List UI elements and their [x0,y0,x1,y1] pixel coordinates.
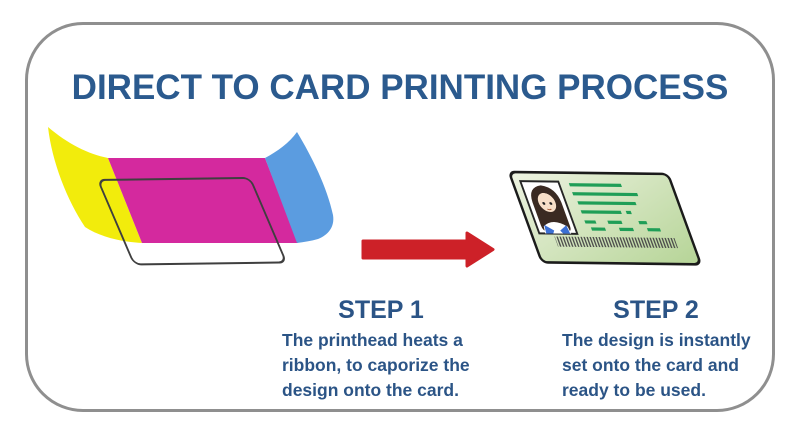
card-barcode-icon [554,236,679,249]
arrow-shape [361,231,495,268]
step-2-block: STEP 2 The design is instantly set onto … [556,296,756,403]
diagram-title: DIRECT TO CARD PRINTING PROCESS [71,68,729,107]
step-2-line: set onto the card and [562,354,739,375]
step-1-heading: STEP 1 [338,296,424,324]
step-2-line: The design is instantly [562,329,751,350]
step-2-line: ready to be used. [562,379,706,400]
portrait-eye [549,202,553,205]
portrait-collar-left [544,224,555,234]
step-1-line: The printhead heats a [282,329,463,350]
portrait-mouth [547,208,552,211]
id-card-icon [509,170,701,266]
portrait-eye [542,202,546,205]
ribbon-cyan-panel [265,132,334,243]
right-arrow-icon [361,231,495,268]
portrait-face [537,192,557,213]
step-1-block: STEP 1 The printhead heats a ribbon, to … [276,296,486,403]
ribbon-yellow-panel [48,127,142,243]
step-1-line: design onto the card. [282,379,459,400]
blank-card-outline [99,176,285,266]
portrait-photo-icon [518,180,579,235]
diagram-frame [25,22,775,412]
cmyk-ribbon-icon [48,127,334,266]
step-1-line: ribbon, to caporize the [282,354,470,375]
card-text-lines [568,183,662,232]
portrait-bangs [535,188,556,201]
portrait-collar-right [560,225,571,234]
step-2-heading: STEP 2 [613,296,699,324]
